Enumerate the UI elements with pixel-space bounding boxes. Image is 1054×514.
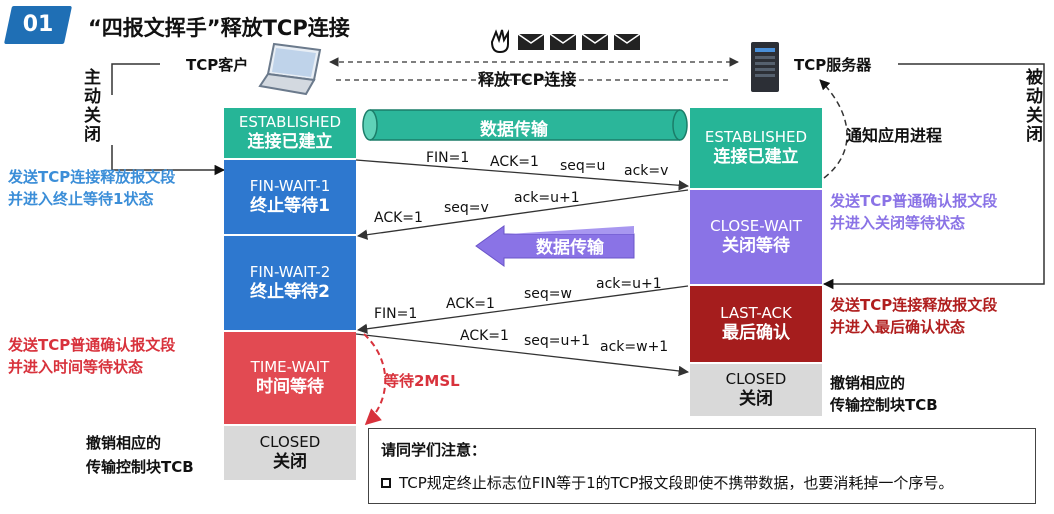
active-close-line: [111, 63, 160, 95]
message-1-arrow: [355, 159, 690, 191]
m1-fin: FIN=1: [426, 150, 470, 166]
m2-seq: seq=v: [444, 200, 489, 216]
server-tcb-note-1: 撤销相应的: [830, 374, 906, 392]
m3-ackn: ack=u+1: [596, 276, 662, 292]
envelope-icon: [517, 33, 641, 50]
notify-app-label: 通知应用进程: [846, 126, 943, 145]
server-icon: [751, 42, 779, 92]
m4-ack: ACK=1: [460, 328, 509, 344]
m3-ack: ACK=1: [446, 296, 495, 312]
m1-ackn: ack=v: [624, 163, 669, 179]
active-close-label: 主动关闭: [80, 68, 100, 144]
m2-ackn: ack=u+1: [514, 190, 580, 206]
wait-2msl-label: 等待2MSL: [384, 372, 460, 390]
data-transfer-mid-label: 数据传输: [536, 238, 604, 258]
server-fin-note-1: 发送TCP连接释放报文段: [830, 296, 998, 314]
server-ack-note-1: 发送TCP普通确认报文段: [830, 192, 998, 210]
message-4-arrow: [355, 333, 690, 377]
client-tcb-note-2: 传输控制块TCB: [86, 458, 194, 476]
client-fin-note-2: 并进入终止等待1状态: [8, 190, 154, 208]
laptop-icon: [258, 42, 322, 96]
server-ack-note-2: 并进入关闭等待状态: [830, 214, 966, 232]
data-transfer-top-label: 数据传输: [480, 120, 548, 140]
m4-seq: seq=u+1: [524, 333, 591, 349]
passive-close-label: 被动关闭: [1022, 68, 1042, 144]
active-close-arrow: [111, 145, 226, 176]
page-title: “四报文挥手”释放TCP连接: [88, 16, 350, 40]
release-label: 释放TCP连接: [478, 70, 577, 89]
client-ack-note-1: 发送TCP普通确认报文段: [8, 336, 176, 354]
client-fin-note-1: 发送TCP连接释放报文段: [8, 168, 176, 186]
server-label: TCP服务器: [794, 56, 872, 74]
message-2-arrow: [356, 189, 689, 240]
m1-seq: seq=u: [560, 158, 606, 174]
m3-fin: FIN=1: [374, 306, 418, 322]
note-box: 请同学们注意： TCP规定终止标志位FIN等于1的TCP报文段即使不携带数据，也…: [368, 428, 1036, 504]
data-transfer-pipe: [362, 109, 688, 141]
hand-icon: [490, 29, 509, 54]
passive-close-arrow: [822, 63, 1045, 290]
client-ack-note-2: 并进入时间等待状态: [8, 358, 144, 376]
checkbox-icon: [381, 477, 391, 488]
m3-seq: seq=w: [524, 286, 572, 302]
server-fin-note-2: 并进入最后确认状态: [830, 318, 966, 336]
m4-ackn: ack=w+1: [600, 339, 669, 355]
message-3-arrow: [356, 285, 689, 334]
client-tcb-note-1: 撤销相应的: [86, 434, 162, 452]
client-label: TCP客户: [186, 56, 249, 74]
m1-ack: ACK=1: [490, 154, 539, 170]
note-item: TCP规定终止标志位FIN等于1的TCP报文段即使不携带数据，也要消耗掉一个序号…: [399, 474, 954, 492]
server-tcb-note-2: 传输控制块TCB: [830, 396, 938, 414]
m2-ack: ACK=1: [374, 210, 423, 226]
notify-app-arrow: [819, 79, 848, 179]
note-heading: 请同学们注意：: [381, 441, 487, 459]
wait-2msl-arrow: [363, 333, 387, 426]
data-transfer-arrow: [475, 225, 635, 267]
